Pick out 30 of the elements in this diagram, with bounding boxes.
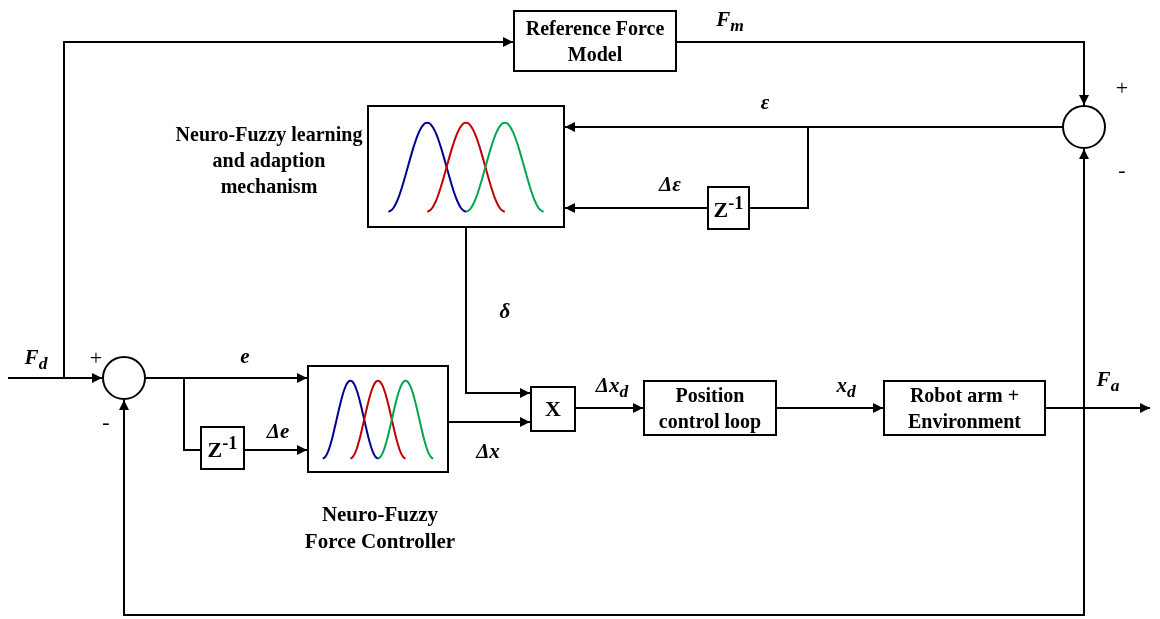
- summing-junction: [1062, 105, 1106, 149]
- process-box: [513, 10, 677, 72]
- box-label: Position control loop: [657, 383, 763, 434]
- sign-label: +: [89, 347, 103, 369]
- summing-junction: [102, 356, 146, 400]
- sign-label: -: [102, 411, 110, 433]
- process-box: [883, 380, 1046, 436]
- arrow: [776, 403, 884, 413]
- arrow: [448, 417, 531, 427]
- arrow: [564, 203, 708, 213]
- process-box: [643, 380, 777, 436]
- block-title: Neuro-Fuzzy Force Controller: [303, 501, 457, 556]
- multiplier-box: [530, 386, 576, 432]
- box-label: Z$^{-1}$: [207, 431, 238, 464]
- box-label: Z$^{-1}$: [713, 191, 744, 224]
- box-label: Robot arm + Environment: [907, 383, 1022, 434]
- arrow: [575, 403, 644, 413]
- sign-label: +: [1115, 77, 1129, 99]
- arrow: [676, 41, 1089, 106]
- arrow: [244, 445, 308, 455]
- delay-box: [200, 426, 245, 470]
- box-label: X: [545, 394, 561, 423]
- arrow: [119, 399, 1085, 616]
- delay-box: [707, 186, 750, 230]
- arrow: [63, 37, 514, 379]
- sign-label: -: [1118, 159, 1126, 181]
- block-title: Neuro-Fuzzy learning and adaption mechanism: [174, 122, 364, 199]
- arrow: [7, 373, 103, 383]
- box-label: Reference Force Model: [524, 16, 666, 67]
- arrow: [465, 227, 531, 398]
